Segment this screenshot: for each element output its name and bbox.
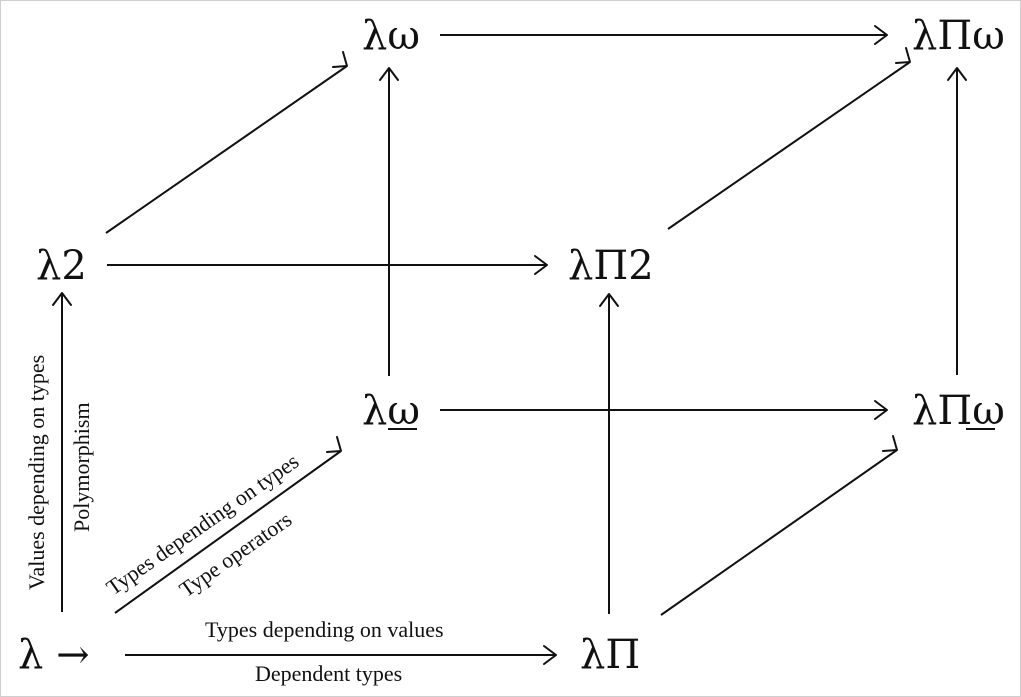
arrow-lambda-pi-to-lambda-pi-omega-under: [660, 435, 898, 616]
label-dependent-types: Dependent types: [255, 661, 402, 686]
arrow-lambda-omega-under-to-lambda-omega: [379, 67, 399, 376]
arrow-lambda-pi-to-lambda-pi-2: [599, 293, 619, 614]
arrow-lambda-pi-omega-under-to-lambda-pi-omega: [947, 67, 967, 375]
node-lambda-omega: λω: [362, 13, 420, 59]
arrow-lambda-to-lambda-2: [52, 292, 72, 612]
label-values-depending-on-types: Values depending on types: [24, 355, 49, 590]
node-lambda-pi: λΠ: [580, 632, 640, 678]
node-lambda-arrow: λ →: [18, 632, 90, 678]
node-lambda-pi-2: λΠ2: [568, 243, 654, 289]
arrow-lambda-to-lambda-pi: [125, 645, 557, 665]
node-lambda-omega-under: λω: [362, 388, 420, 434]
arrow-lambda-2-to-lambda-pi-2: [107, 255, 548, 275]
arrow-lambda-omega-under-to-lambda-pi-omega-under: [440, 400, 888, 420]
arrow-lambda-pi-2-to-lambda-pi-omega: [667, 47, 911, 230]
label-polymorphism: Polymorphism: [69, 402, 94, 532]
label-types-depending-on-values: Types depending on values: [205, 617, 444, 642]
arrow-lambda-to-lambda-omega-under: [114, 436, 342, 614]
arrow-lambda-omega-to-lambda-pi-omega: [440, 25, 888, 45]
node-lambda-pi-omega-under: λΠω: [912, 388, 1005, 434]
node-lambda-2: λ2: [36, 243, 87, 289]
node-lambda-pi-omega: λΠω: [912, 13, 1005, 59]
arrow-lambda-2-to-lambda-omega: [105, 51, 348, 234]
